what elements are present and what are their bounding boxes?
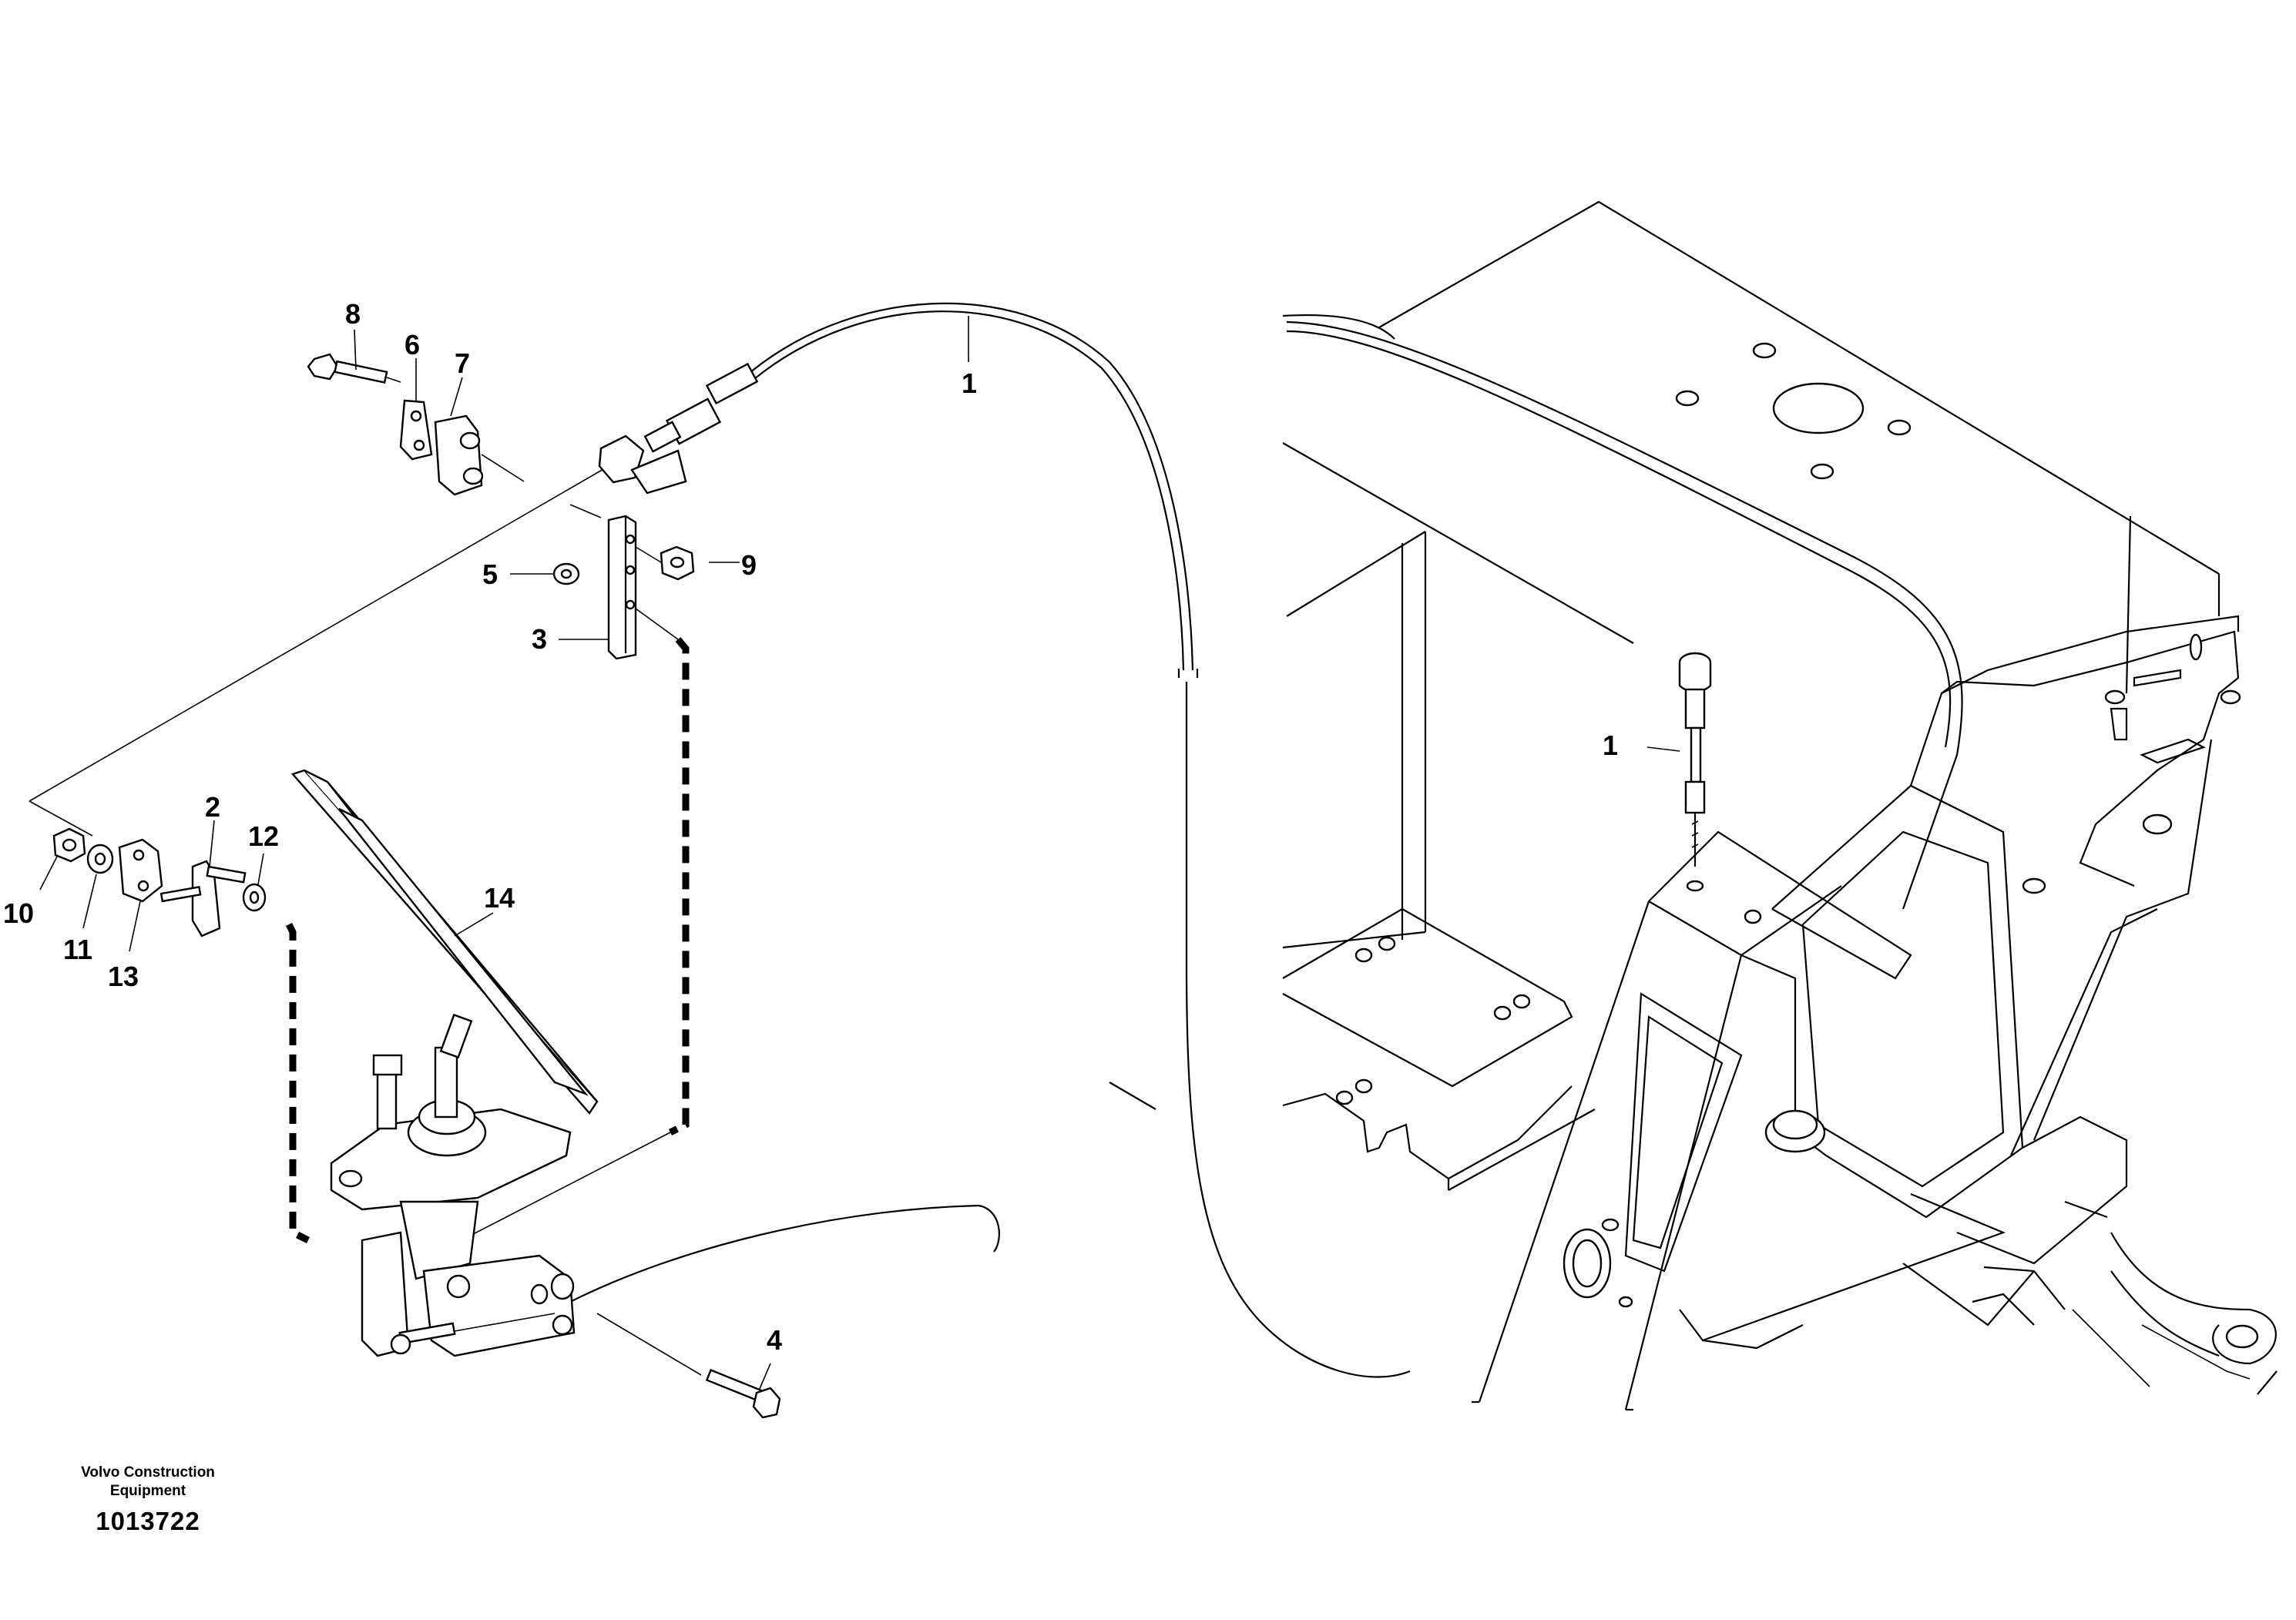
callout-12: 12 xyxy=(248,820,279,852)
bolt-4 xyxy=(596,1313,781,1419)
callout-leaders xyxy=(39,316,1680,1391)
company-name-line2: Equipment xyxy=(109,1483,186,1499)
company-name-line1: Volvo Construction xyxy=(81,1464,215,1481)
washer-11 xyxy=(86,844,114,874)
accelerator-pedal-14 xyxy=(290,769,599,1357)
bolt-8 xyxy=(307,353,401,384)
callout-9: 9 xyxy=(741,549,757,581)
callout-10: 10 xyxy=(3,897,34,929)
throttle-cable xyxy=(569,302,1199,1303)
callout-1-right: 1 xyxy=(1603,730,1618,761)
callout-1-cable: 1 xyxy=(962,367,977,399)
callout-6: 6 xyxy=(404,329,420,361)
callout-3: 3 xyxy=(532,623,547,655)
plate-13 xyxy=(118,838,163,903)
cable-routing-dashed-lines xyxy=(285,637,690,1244)
callout-2: 2 xyxy=(205,791,220,823)
callout-14: 14 xyxy=(484,882,515,914)
bracket-plate-3 xyxy=(607,515,679,660)
washer-12 xyxy=(242,883,267,912)
drawing-number: 1013722 xyxy=(96,1507,200,1535)
nut-10 xyxy=(52,827,86,863)
nut-5 xyxy=(552,562,580,585)
drawing-footer: Volvo Construction Equipment 1013722 xyxy=(48,1464,248,1536)
nut-9 xyxy=(635,545,695,581)
pin-2 xyxy=(159,860,247,937)
callout-8: 8 xyxy=(345,298,361,330)
callout-11: 11 xyxy=(63,934,92,965)
callout-5: 5 xyxy=(482,558,498,590)
clamp-plate-6 xyxy=(399,399,433,461)
callout-4: 4 xyxy=(767,1324,782,1356)
clamp-7 xyxy=(434,414,525,496)
pedal-sensor-1 xyxy=(1678,652,1712,892)
cab-frame xyxy=(1109,200,2278,1411)
callout-13: 13 xyxy=(108,961,139,992)
callout-7: 7 xyxy=(455,347,470,379)
